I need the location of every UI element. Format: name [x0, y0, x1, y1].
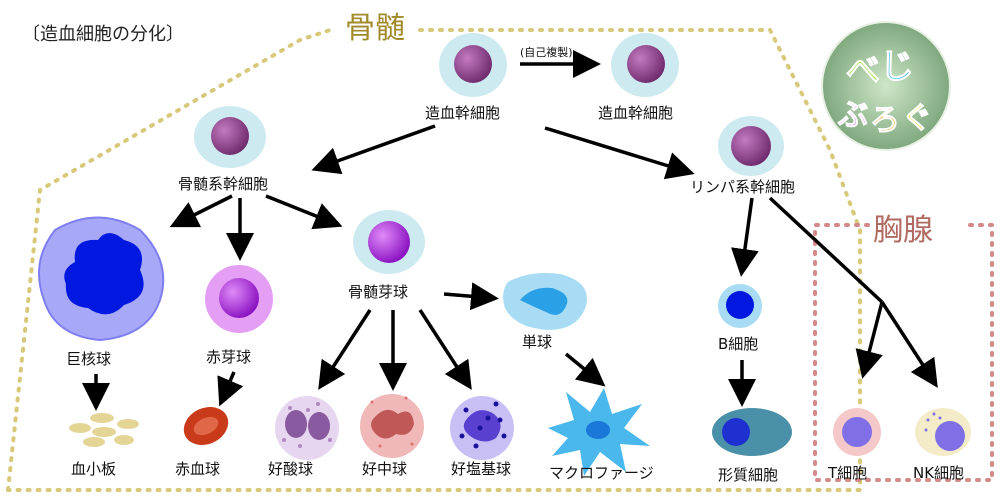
basophil-label: 好塩基球	[451, 460, 511, 478]
bone-marrow-border-right	[6, 28, 862, 492]
megakaryocyte-cell	[38, 216, 165, 342]
plasma-cell	[712, 408, 792, 456]
hsc-copy-cell	[611, 33, 679, 97]
macrophage-cell	[548, 388, 650, 476]
svg-text:ぶ: ぶ	[837, 98, 868, 133]
monocyte-label: 単球	[522, 333, 552, 351]
t-cell-label: T細胞	[827, 464, 867, 482]
hsc-copy-label: 造血幹細胞	[598, 104, 673, 122]
lymphoid-stem-cell	[718, 116, 784, 176]
plasma-cell-label: 形質細胞	[718, 466, 778, 484]
site-logo: べ じ ぶ ろ ぐ	[821, 21, 951, 151]
self-renewal-label: (自己複製)	[520, 45, 573, 59]
myeloid-stem-cell	[194, 106, 266, 168]
bone-marrow-label: 骨髄	[345, 11, 405, 46]
svg-text:ろ: ろ	[870, 103, 900, 138]
b-cell	[718, 284, 762, 328]
erythroblast-cell	[205, 265, 273, 333]
lymphoid-stem-label: リンパ系幹細胞	[690, 178, 795, 196]
myeloblast-label: 骨髄芽球	[348, 283, 408, 301]
nk-cell-label: NK細胞	[913, 464, 964, 482]
platelets-cell	[69, 413, 139, 447]
svg-text:ぐ: ぐ	[902, 101, 932, 136]
diagram-title: 〔造血細胞の分化〕	[22, 24, 184, 45]
svg-text:べ: べ	[846, 51, 880, 91]
erythroblast-label: 赤芽球	[206, 348, 251, 366]
neutrophil-cell	[360, 394, 424, 458]
hsc-cell	[439, 33, 507, 97]
rbc-cell	[183, 407, 229, 445]
monocyte-cell	[503, 273, 587, 330]
eosinophil-cell	[275, 396, 339, 460]
myeloblast-cell	[353, 210, 425, 274]
arrows	[82, 50, 938, 411]
myeloid-stem-label: 骨髄系幹細胞	[178, 175, 268, 193]
b-cell-label: B細胞	[718, 335, 758, 353]
t-cell	[833, 408, 881, 456]
platelets-label: 血小板	[71, 460, 116, 478]
eosinophil-label: 好酸球	[268, 460, 313, 478]
nk-cell	[915, 408, 971, 456]
rbc-label: 赤血球	[175, 460, 220, 478]
neutrophil-label: 好中球	[362, 460, 407, 478]
macrophage-label: マクロファージ	[549, 464, 654, 482]
hsc-label: 造血幹細胞	[425, 104, 500, 122]
bone-marrow-border	[6, 28, 332, 492]
thymus-label: 胸腺	[873, 213, 933, 248]
svg-text:じ: じ	[880, 47, 914, 87]
basophil-cell	[450, 396, 514, 460]
megakaryocyte-label: 巨核球	[66, 350, 111, 368]
